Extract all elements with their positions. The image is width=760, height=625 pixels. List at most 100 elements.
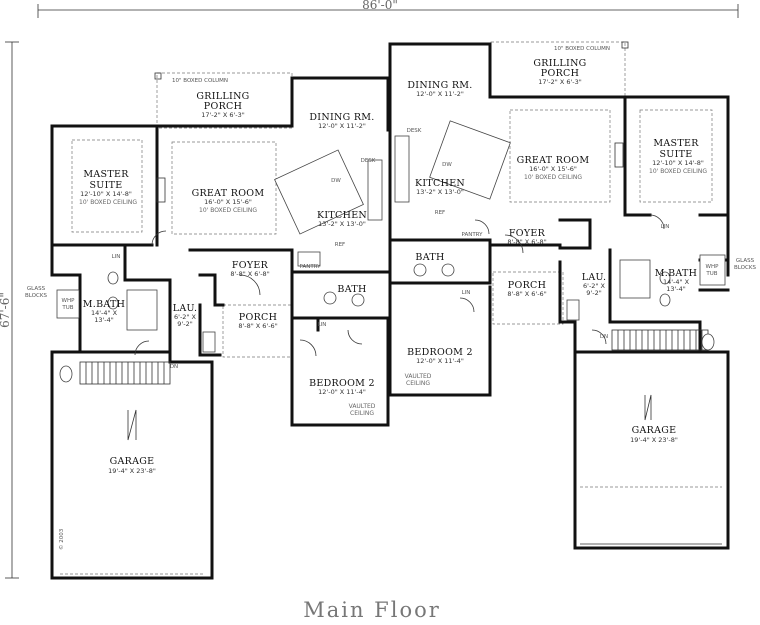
dining-left-dim: 12'-0" X 11'-2": [318, 122, 366, 130]
dn-left-label: DN: [170, 364, 178, 370]
kitchen-left-dim: 13'-2" X 13'-0": [318, 220, 366, 228]
great-left-name: GREAT ROOM: [192, 188, 265, 199]
porch-left-dim: 8'-8" X 6'-6": [238, 322, 277, 330]
master-right-dim: 12'-10" X 14'-8": [652, 159, 704, 167]
garage-right-dim: 19'-4" X 23'-8": [630, 436, 678, 444]
foyer-left-name: FOYER: [232, 260, 269, 271]
master-left-name2: SUITE: [89, 180, 122, 191]
master-left-note: 10' BOXED CEILING: [79, 199, 137, 206]
whp-tub-right-label: WHP: [706, 264, 720, 270]
grilling-porch-right-name2: PORCH: [541, 68, 579, 79]
grilling-porch-left-name2: PORCH: [204, 101, 242, 112]
garage-marks: [127, 394, 652, 441]
porch-right-dim: 8'-8" X 6'-6": [507, 290, 546, 298]
bed2-left-dim: 12'-0" X 11'-4": [318, 388, 366, 396]
kitchen-right-dim: 13'-2" X 13'-0": [416, 188, 464, 196]
master-right-name2: SUITE: [659, 149, 692, 160]
glass-blocks-left-label2: BLOCKS: [25, 293, 47, 299]
fixture-labels: WHP TUB WHP TUB GLASS BLOCKS GLASS BLOCK…: [25, 128, 756, 550]
left-unit-walls: [50, 76, 390, 580]
bed2-right-note: VAULTED: [405, 373, 432, 380]
foyer-right-dim: 8'-8" X 6'-8": [507, 238, 546, 246]
lau-left-dim2: 9'-2": [177, 320, 192, 328]
garage-right-name: GARAGE: [632, 425, 677, 436]
garage-doors: [60, 486, 722, 575]
pantry-right-label: PANTRY: [461, 232, 483, 238]
porch-left-name: PORCH: [239, 312, 277, 323]
mbath-right-name: M.BATH: [655, 268, 698, 279]
ref-right-label: REF: [435, 210, 445, 216]
foyer-left-dim: 8'-8" X 6'-8": [230, 270, 269, 278]
door-swings: [134, 214, 665, 357]
mbath-left-name: M.BATH: [83, 299, 126, 310]
mbath-right-dim: 14'-4" X: [663, 278, 690, 286]
plan-title: Main Floor: [303, 598, 441, 622]
pantry-left-label: PANTRY: [299, 264, 321, 270]
glass-blocks-right-label2: BLOCKS: [734, 265, 756, 271]
whp-tub-left-label2: TUB: [61, 305, 73, 311]
room-labels: 10" BOXED COLUMN GRILLING PORCH 17'-2" X…: [79, 46, 707, 475]
dw-left-label: DW: [331, 178, 341, 184]
lin-bath-left-label: LIN: [318, 322, 327, 328]
bath-left-name: BATH: [337, 284, 366, 295]
master-left-name: MASTER: [83, 169, 129, 180]
dining-right-name: DINING RM.: [407, 80, 472, 91]
master-right-note: 10' BOXED CEILING: [649, 168, 707, 175]
great-left-note: 10' BOXED CEILING: [199, 207, 257, 214]
whp-tub-right-label2: TUB: [705, 271, 717, 277]
kitchen-right-name: KITCHEN: [415, 178, 465, 189]
overall-width-label: 86'-0": [362, 0, 398, 12]
right-unit-walls: [388, 42, 730, 550]
garage-left-name: GARAGE: [110, 456, 155, 467]
desk-right-label: DESK: [407, 128, 422, 134]
grilling-porch-right-dim: 17'-2" X 6'-3": [538, 78, 582, 86]
bed2-left-name: BEDROOM 2: [309, 378, 375, 389]
glass-blocks-left-label: GLASS: [27, 286, 46, 292]
porch-right-name: PORCH: [508, 280, 546, 291]
great-right-name: GREAT ROOM: [517, 155, 590, 166]
kitchen-left-name: KITCHEN: [317, 210, 367, 221]
ref-left-label: REF: [335, 242, 345, 248]
whp-tub-left-label: WHP: [62, 298, 76, 304]
garage-left-dim: 19'-4" X 23'-8": [108, 467, 156, 475]
mbath-left-dim: 14'-4" X: [91, 309, 118, 317]
fixtures: [56, 109, 726, 383]
glass-blocks-right-label: GLASS: [736, 258, 755, 264]
lau-left-name: LAU.: [173, 303, 198, 314]
grilling-porch-right-note: 10" BOXED COLUMN: [554, 46, 610, 52]
great-right-note: 10' BOXED CEILING: [524, 174, 582, 181]
lin-left-label: LIN: [112, 254, 121, 260]
bed2-right-dim: 12'-0" X 11'-4": [416, 357, 464, 365]
stairs: [79, 329, 709, 385]
grilling-porch-left-name: GRILLING: [196, 91, 249, 102]
dn-right-label: DN: [600, 334, 608, 340]
master-right-name: MASTER: [653, 138, 699, 149]
copyright-label: © 2003: [58, 528, 65, 550]
bed2-left-note2: CEILING: [350, 410, 374, 417]
desk-left-label: DESK: [361, 158, 376, 164]
dining-right-dim: 12'-0" X 11'-2": [416, 90, 464, 98]
grilling-porch-left-dim: 17'-2" X 6'-3": [201, 111, 245, 119]
lau-right-dim2: 9'-2": [586, 289, 601, 297]
overall-depth-label: 67'-6": [0, 292, 12, 328]
mbath-right-dim2: 13'-4": [666, 285, 686, 293]
lau-right-dim: 6'-2" X: [583, 282, 605, 290]
master-left-dim: 12'-10" X 14'-8": [80, 190, 132, 198]
dining-left-name: DINING RM.: [309, 112, 374, 123]
great-right-dim: 16'-0" X 15'-6": [529, 165, 577, 173]
mbath-left-dim2: 13'-4": [94, 316, 114, 324]
grilling-porch-left-note: 10" BOXED COLUMN: [172, 78, 228, 84]
great-left-dim: 16'-0" X 15'-6": [204, 198, 252, 206]
bed2-right-name: BEDROOM 2: [407, 347, 473, 358]
dw-right-label: DW: [442, 162, 452, 168]
bed2-right-note2: CEILING: [406, 380, 430, 387]
lau-left-dim: 6'-2" X: [174, 313, 196, 321]
dimension-lines: 86'-0" 67'-6": [0, 0, 739, 579]
grilling-porch-right-name: GRILLING: [533, 58, 586, 69]
bed2-left-note: VAULTED: [349, 403, 376, 410]
lin-bath-right-label: LIN: [462, 290, 471, 296]
lin-right-label: LIN: [661, 224, 670, 230]
lau-right-name: LAU.: [582, 272, 607, 283]
foyer-right-name: FOYER: [509, 228, 546, 239]
